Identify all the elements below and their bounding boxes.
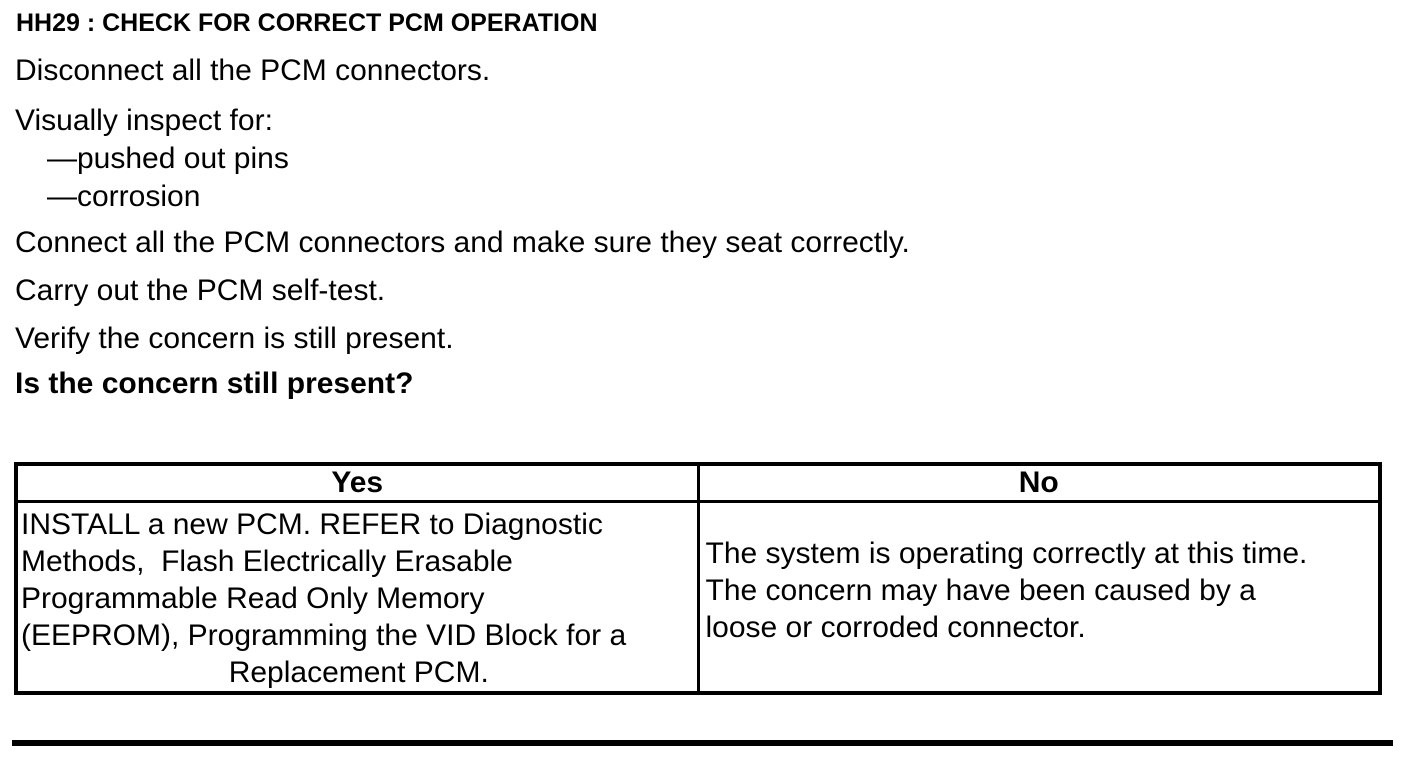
step-carry-out-self-test: Carry out the PCM self-test. <box>15 274 386 307</box>
no-action-cell: The system is operating correctly at thi… <box>696 500 1382 695</box>
pinpoint-test-heading: HH29 : CHECK FOR CORRECT PCM OPERATION <box>16 9 598 37</box>
yes-column-header: Yes <box>14 462 700 503</box>
footer-horizontal-rule <box>12 740 1393 746</box>
yes-no-decision-table: Yes No INSTALL a new PCM. REFER to Diagn… <box>14 462 1382 695</box>
decision-question: Is the concern still present? <box>15 367 414 400</box>
table-header-row: Yes No <box>14 462 1382 503</box>
no-action-text: The system is operating correctly at thi… <box>705 536 1308 644</box>
step-disconnect-connectors: Disconnect all the PCM connectors. <box>15 54 491 87</box>
step-connect-connectors: Connect all the PCM connectors and make … <box>15 226 910 259</box>
inspect-item-pushed-out-pins: —pushed out pins <box>47 142 289 175</box>
document-page: HH29 : CHECK FOR CORRECT PCM OPERATION D… <box>0 8 1408 774</box>
step-visually-inspect: Visually inspect for: <box>15 104 273 137</box>
inspect-item-corrosion: —corrosion <box>47 180 201 213</box>
step-verify-concern: Verify the concern is still present. <box>15 322 454 355</box>
no-column-header: No <box>696 462 1382 503</box>
